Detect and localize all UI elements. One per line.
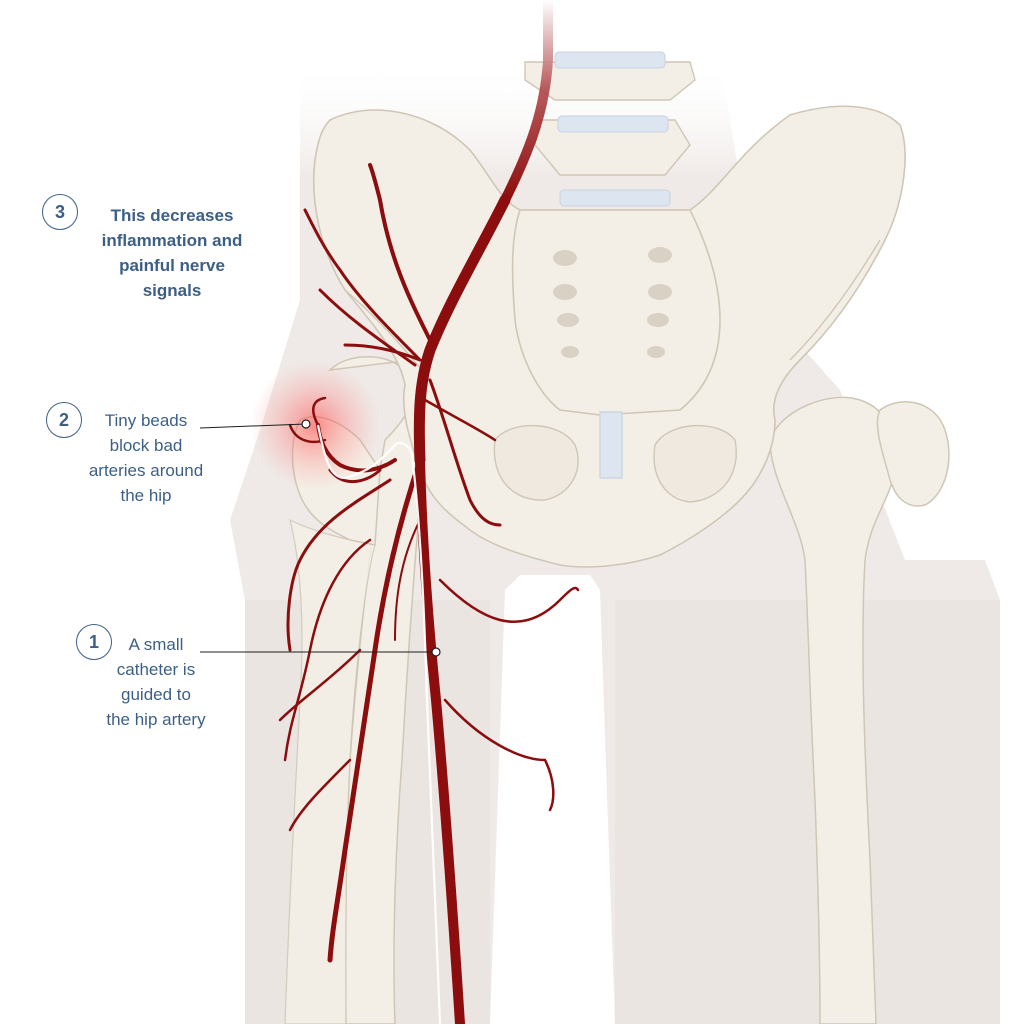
common-iliac-artery [413, 194, 511, 466]
gluteal-branch [343, 343, 422, 362]
perforating-branch-2 [288, 758, 352, 832]
right-iliac-inner-line [789, 239, 881, 361]
perforating-branch-1 [278, 648, 362, 722]
intervertebral-disc-3 [559, 189, 671, 207]
left-sacral-foramen-2 [553, 284, 577, 300]
internal-iliac-branch [368, 163, 432, 342]
medial-branch-2 [443, 698, 555, 812]
left-sacral-foramen-3 [557, 313, 579, 327]
arterial-tree [278, 0, 580, 1029]
right-sacral-foramen-4 [647, 346, 665, 358]
profunda-femoris [327, 457, 423, 963]
right-leg-shading [615, 600, 1000, 1024]
inflammation-glow [250, 360, 380, 490]
catheter-tip-marker [431, 647, 441, 657]
right-sacral-foramen-3 [647, 313, 669, 327]
left-obturator-foramen [493, 424, 579, 501]
right-sacral-foramen-1 [648, 247, 672, 263]
lumbar-vertebra-1 [524, 61, 696, 101]
step-2-number-badge: 2 [46, 402, 82, 438]
intervertebral-disc-2 [557, 115, 669, 133]
right-obturator-foramen [653, 424, 737, 503]
descending-branch [286, 478, 392, 652]
embolized-branch-1 [312, 396, 327, 427]
superficial-branch [423, 398, 497, 442]
pubic-symphysis [599, 411, 623, 479]
step-2-text: Tiny beads block bad arteries around the… [88, 411, 204, 505]
right-sacral-foramen-2 [648, 284, 672, 300]
superior-gluteal-branch [303, 208, 422, 362]
catheter [316, 424, 442, 1025]
lumbar-vertebra-2 [534, 119, 691, 176]
left-sacral-foramen-4 [561, 346, 579, 358]
leader-line-step-2 [199, 423, 307, 429]
step-1-number-badge: 1 [76, 624, 112, 660]
left-sacral-foramen-1 [553, 250, 577, 266]
medial-branch-1 [438, 578, 580, 624]
step-1-text: A small catheter is guided to the hip ar… [106, 635, 206, 729]
circumflex-iliac-branch [318, 288, 417, 367]
right-greater-trochanter [876, 401, 950, 507]
bead-marker [301, 419, 311, 429]
external-iliac-femoral-artery [415, 455, 465, 1029]
intervertebral-disc-1 [554, 51, 666, 69]
step-3-number-badge: 3 [42, 194, 78, 230]
small-branch-left [394, 519, 421, 641]
aorta [500, 0, 553, 205]
lateral-thigh-branch [283, 538, 372, 762]
sacrum [511, 209, 721, 416]
step-3-text: This decreases inflammation and painful … [101, 206, 243, 300]
